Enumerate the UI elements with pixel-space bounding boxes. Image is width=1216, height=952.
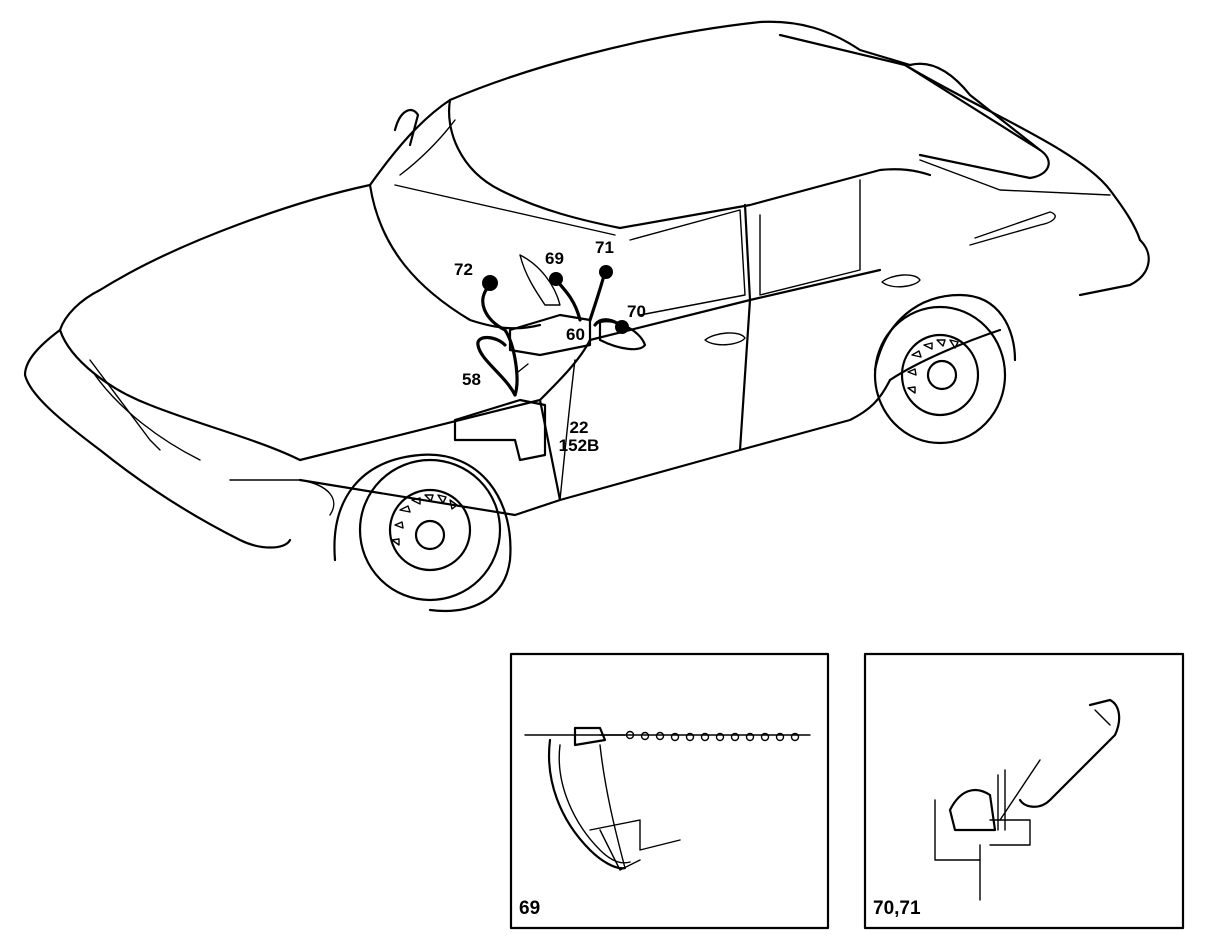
roof-front-edge [448,98,622,230]
wire-58-marker [517,363,529,373]
fuse-box [453,398,547,462]
front-rim [388,488,472,572]
rocker-rear [888,328,1002,382]
inset-69-clip [599,829,641,871]
callout-58: 58 [462,370,481,389]
inset-bracket [948,788,997,832]
headlight [229,479,335,516]
rear-window-edge [919,159,1111,196]
body-side-lower [538,378,892,502]
rear-vent [969,211,1056,246]
callout-22: 22 152B [552,419,606,455]
windshield-frame [399,119,456,176]
inset-69-wire-c [599,744,626,869]
wire-22-lead [559,359,576,501]
front-tire [358,458,502,602]
gear-lever-knob [598,320,647,351]
inset-switch [989,819,1031,846]
rear-tire [873,305,1007,445]
wire-72 [481,283,519,397]
hood-front-edge [58,328,302,462]
inset-lever-shaft [999,759,1041,821]
windshield-wiper-line [394,184,616,236]
inset-mount-left [934,799,981,861]
inset-69-frame [509,652,830,930]
callout-69: 69 [545,249,564,268]
inset-70-71-drawing [934,698,1121,901]
inset-69-chain [625,730,800,742]
front-wheel-arch [333,453,512,612]
inset-69-bracket [589,819,681,851]
front-door-handle [704,332,746,346]
connector-69 [549,272,563,286]
front-bumper [23,328,292,549]
front-rim-vents [391,494,458,546]
rear-bumper [1078,238,1150,297]
inset-69-wire-b [558,744,631,864]
inset-lever-button [1094,709,1111,726]
rear-rim [900,333,980,417]
inset-70-71-frame [863,652,1185,930]
hood-right-edge [298,398,542,462]
callout-60: 60 [566,325,585,344]
side-mirror [393,108,420,147]
windshield-bottom [368,183,542,330]
front-door-window [629,209,746,316]
steering-column [519,254,561,306]
rear-spoiler [908,62,1050,180]
connector-71 [599,265,613,279]
callout-22-number: 22 [569,418,589,437]
inset-69-connector [573,726,607,747]
grille-line [89,359,161,451]
inset-lever-boot [1018,698,1121,808]
callout-70: 70 [627,302,646,321]
inset-69-wire-a [548,738,627,870]
rear-hub [926,359,958,391]
hatch-line [778,33,1042,152]
roof-side-edge [618,168,932,230]
rear-door-handle [881,274,921,288]
connector-72 [482,275,498,291]
rear-quarter [903,63,1142,242]
a-pillar-left [368,98,452,187]
rear-rim-vents [907,339,959,394]
b-pillar [738,203,752,452]
instrument-cluster [508,313,592,357]
wire-71 [588,270,607,322]
inset-70-71-label: 70,71 [873,898,921,919]
callout-72: 72 [454,260,473,279]
rocker-front [298,478,562,517]
rear-door-window [759,179,861,296]
callout-71: 71 [595,238,614,257]
inset-69-label: 69 [519,898,541,919]
inset-69-drawing [524,726,811,871]
grille-slat [94,374,201,461]
hood-left-edge [58,183,372,332]
roof-outline [448,20,912,102]
front-hub [414,519,446,551]
wire-58 [476,335,517,397]
callout-152b-number: 152B [558,436,600,455]
